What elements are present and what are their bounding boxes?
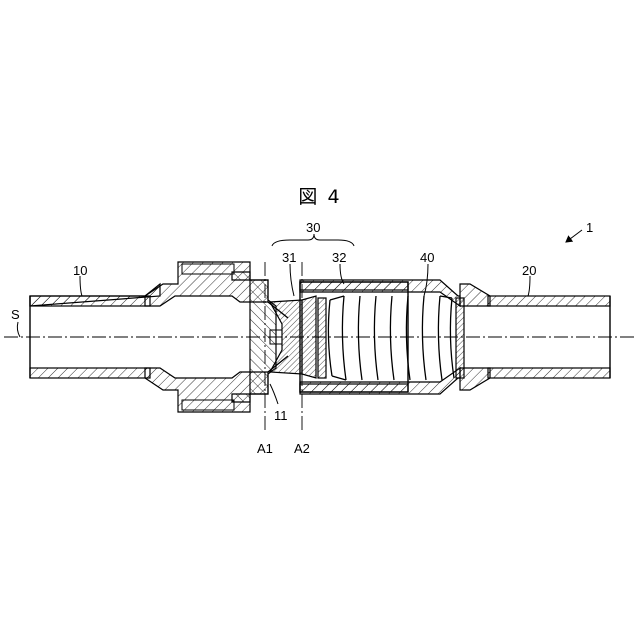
label-seat: 11 (274, 408, 288, 423)
label-valve-head: 31 (282, 250, 296, 265)
leader-10 (80, 276, 82, 296)
label-valve: 30 (306, 220, 320, 235)
label-plane-a1: A1 (257, 441, 273, 456)
label-pipe-left: 10 (73, 263, 87, 278)
leader-11 (270, 384, 278, 404)
spring (318, 296, 464, 380)
label-axis: S (11, 307, 20, 322)
label-valve-body: 32 (332, 250, 346, 265)
label-plane-a2: A2 (294, 441, 310, 456)
leader-s (17, 322, 20, 337)
assembly-arrow (566, 230, 582, 242)
leader-20 (528, 276, 530, 296)
label-spring: 40 (420, 250, 434, 265)
valve-bracket (272, 234, 354, 246)
label-assembly: 1 (586, 220, 593, 235)
leader-31 (290, 264, 294, 296)
pipe-left (30, 284, 160, 378)
label-pipe-right: 20 (522, 263, 536, 278)
